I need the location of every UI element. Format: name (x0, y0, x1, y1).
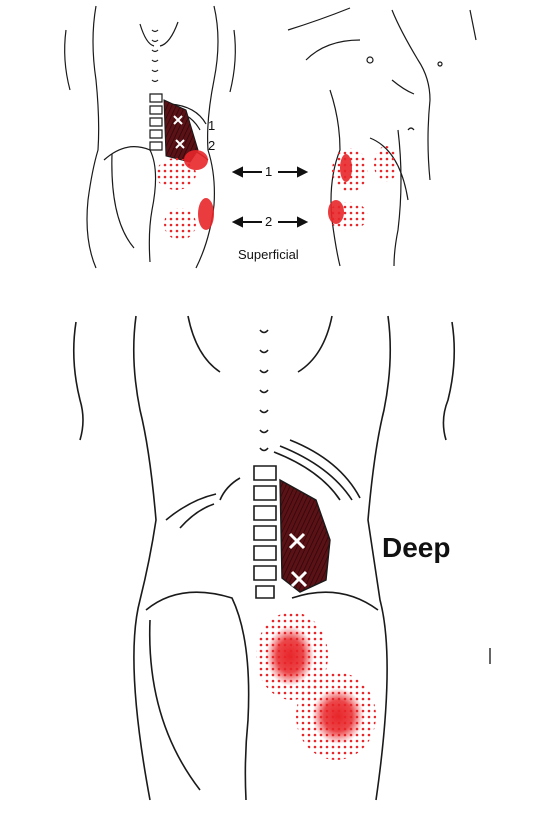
referral-pattern-deep (256, 612, 376, 760)
quadratus-muscle-deep (279, 478, 331, 593)
arrow-1 (231, 166, 309, 178)
referral-pattern-small (156, 150, 214, 240)
trigger-point-x-deep (288, 532, 308, 588)
arrow-2 (231, 216, 309, 228)
trigger-point-x-small (173, 115, 185, 149)
lateral-figure-small (287, 7, 477, 267)
arrow-label-2: 2 (265, 214, 273, 229)
arrow-label-1: 1 (265, 164, 273, 179)
deep-label: Deep (382, 532, 451, 563)
spine-large (253, 329, 277, 599)
muscle-label-1: 1 (208, 118, 216, 133)
superficial-label: Superficial (238, 247, 299, 262)
referral-pattern-lateral (328, 146, 398, 230)
posterior-figure-large (72, 315, 456, 801)
muscle-label-2: 2 (208, 138, 216, 153)
spine-small (149, 29, 163, 151)
